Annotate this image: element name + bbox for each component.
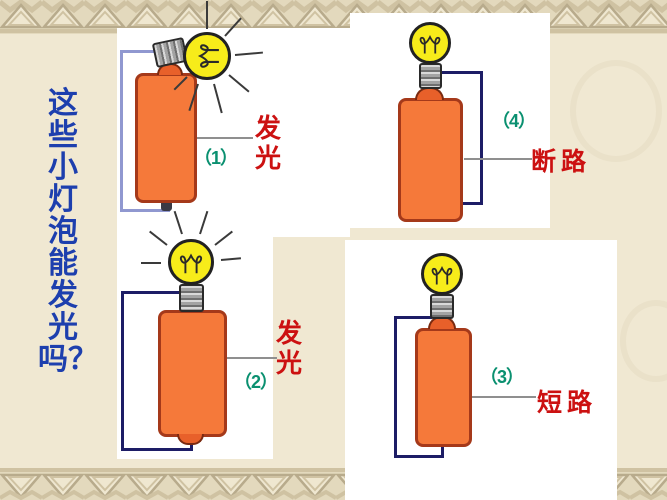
bulb-filament	[419, 34, 441, 54]
circuit3-wire-top	[394, 316, 432, 319]
circuit4-battery	[398, 98, 463, 222]
circuit2-bulb	[168, 239, 214, 285]
circuit2-battery	[158, 310, 227, 437]
circuit4-result: 断路	[531, 148, 592, 176]
circuit1-negative-contact	[161, 202, 172, 211]
circuit3-wire-left	[394, 316, 397, 458]
circuit2-wire-left	[121, 291, 124, 451]
circuit2-result: 发光	[275, 318, 302, 378]
circuit1-battery	[135, 73, 197, 203]
question-text: 这些小灯泡能发光吗？	[38, 87, 98, 376]
circuit4-number: （4）	[492, 111, 536, 131]
light-ray	[141, 262, 161, 264]
circuit1-result: 发光	[254, 113, 281, 173]
circuit1-wire-bottom	[120, 209, 170, 212]
background-motif	[620, 300, 667, 382]
circuit4-bulb-base	[419, 63, 442, 89]
circuit3-pointer-line	[472, 396, 536, 398]
circuit1-bulb	[183, 32, 231, 80]
bulb-filament	[431, 265, 453, 285]
circuit3-result: 短路	[537, 389, 598, 417]
circuit4-wire-bottom	[461, 202, 483, 205]
circuit1-wire-left	[120, 50, 123, 212]
circuit3-wire-bottom	[394, 455, 444, 458]
circuit1-wire-top	[120, 50, 160, 53]
circuit3-bulb-base	[430, 294, 454, 319]
circuit2-pointer-line	[227, 357, 277, 359]
circuit4-pointer-line	[464, 158, 532, 160]
circuit3-bulb	[421, 253, 463, 295]
circuit3-battery	[415, 328, 472, 447]
circuit2-bulb-base	[179, 284, 204, 312]
circuit2-number: （2）	[234, 372, 278, 392]
circuit1-pointer-line	[197, 137, 253, 139]
bulb-filament	[197, 44, 219, 68]
bulb-filament	[179, 253, 203, 274]
circuit4-bulb	[409, 22, 451, 64]
circuit3-number: （3）	[480, 367, 524, 387]
light-ray	[206, 1, 208, 29]
circuit2-wire-top	[121, 291, 181, 294]
circuit1-number: （1）	[194, 148, 238, 168]
circuit2-wire-stub	[190, 441, 193, 451]
circuit2-wire-bottom	[121, 448, 193, 451]
circuit3-wire-stub	[441, 446, 444, 457]
background-motif	[570, 60, 662, 162]
circuit4-wire-right	[480, 71, 483, 205]
panel-circuit-3	[345, 240, 617, 500]
circuit4-wire-top	[441, 71, 483, 74]
